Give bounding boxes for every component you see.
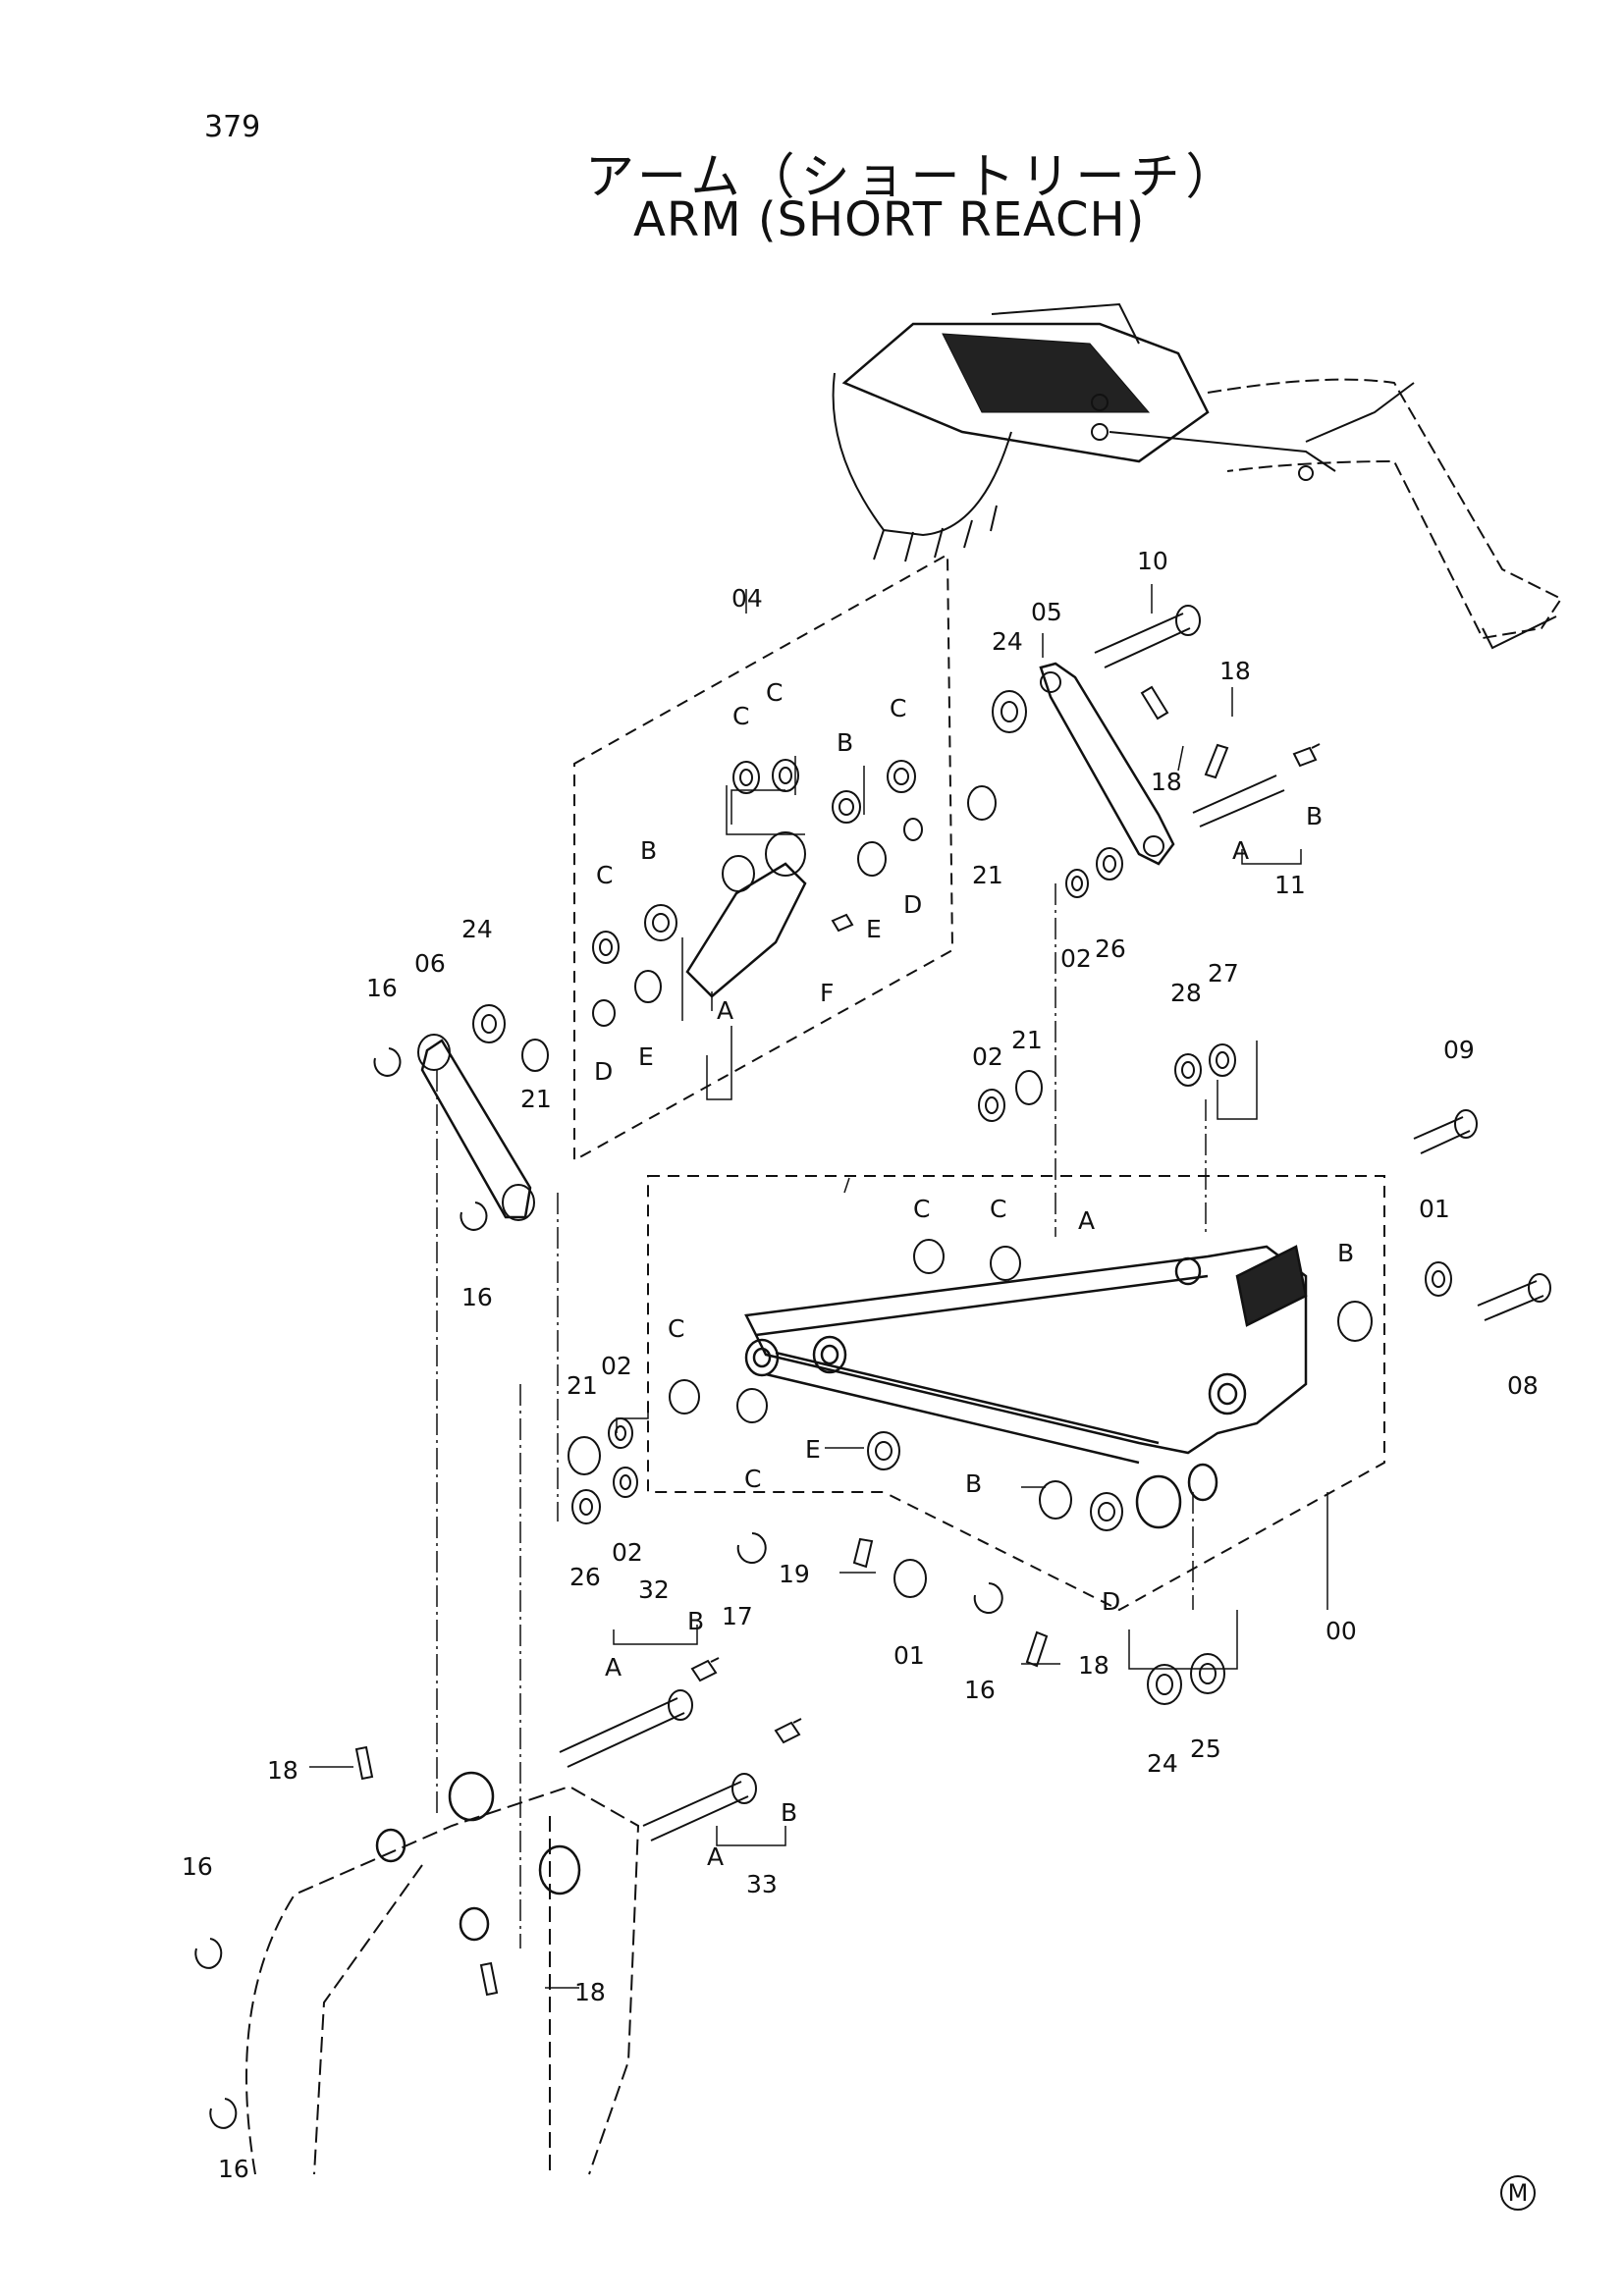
part-label: 24: [992, 627, 1023, 656]
part-label: 24: [461, 915, 493, 943]
bucket-bosses: [375, 1771, 581, 1942]
arm-body: [744, 1245, 1308, 1529]
part-label: C: [732, 702, 749, 730]
part-label: 08: [1507, 1371, 1539, 1400]
part-label: B: [640, 836, 657, 865]
pin-32: [559, 1697, 685, 1768]
part-label: 18: [1151, 768, 1182, 796]
part-label: B: [837, 728, 853, 757]
link-04: [685, 862, 807, 998]
part-label: 18: [1219, 657, 1251, 685]
assembly-lines: [436, 883, 1207, 1949]
part-label: 16: [366, 974, 398, 1002]
part-label: 16: [182, 1852, 213, 1881]
part-label: 02: [972, 1042, 1003, 1071]
part-label: 00: [1325, 1617, 1357, 1645]
part-label: 28: [1170, 979, 1202, 1007]
part-label: A: [605, 1653, 622, 1682]
part-label: C: [668, 1314, 684, 1343]
part-label: C: [890, 694, 906, 722]
part-label: C: [596, 861, 613, 889]
part-label: 21: [567, 1371, 598, 1400]
leader-lines: [309, 584, 1328, 1989]
part-label: 01: [893, 1641, 925, 1670]
part-label: 05: [1031, 598, 1062, 626]
part-label: 17: [722, 1602, 753, 1630]
part-label: 19: [779, 1560, 810, 1588]
part-label: 21: [972, 861, 1003, 889]
part-label: 21: [1011, 1026, 1043, 1054]
part-label: A: [707, 1842, 724, 1871]
machine-overview-sketch: [832, 302, 1563, 650]
part-label: B: [1306, 802, 1323, 830]
pin-09: [1413, 1116, 1471, 1154]
part-label: 02: [612, 1538, 643, 1567]
part-label: 33: [746, 1870, 778, 1898]
part-label: 24: [1147, 1749, 1178, 1778]
part-label: 06: [414, 949, 446, 978]
part-labels: 04 10 05 24 18 18 C C C B B A 11 21 C B …: [182, 547, 1539, 2183]
part-label: 16: [218, 2155, 249, 2183]
part-label: 18: [267, 1756, 298, 1785]
part-label: D: [903, 890, 922, 919]
part-label: 11: [1274, 871, 1306, 899]
corner-mark: M: [1500, 2175, 1536, 2211]
pin-10: [1094, 613, 1191, 668]
small-parts: [194, 685, 1452, 2129]
part-label: E: [805, 1435, 821, 1464]
part-label: B: [1337, 1239, 1354, 1267]
part-label: C: [990, 1195, 1006, 1223]
part-label: 02: [1060, 944, 1092, 973]
title-japanese: アーム（ショートリーチ）: [585, 148, 1241, 205]
part-label: 18: [1078, 1651, 1109, 1680]
part-label: A: [717, 996, 733, 1025]
link-06: [420, 1039, 532, 1219]
part-label: 04: [731, 584, 763, 613]
link-05: [1039, 662, 1175, 866]
part-label: F: [820, 979, 834, 1007]
part-label: E: [638, 1042, 654, 1071]
part-label: B: [965, 1469, 982, 1498]
part-label: 16: [964, 1676, 996, 1704]
part-label: 01: [1419, 1195, 1450, 1223]
part-label: B: [781, 1798, 797, 1827]
part-label: B: [687, 1607, 704, 1635]
part-label: C: [766, 678, 783, 707]
part-label: D: [594, 1057, 613, 1086]
part-label: 32: [638, 1575, 670, 1604]
part-label: 09: [1443, 1036, 1475, 1064]
bucket-sketch: [245, 1785, 640, 2175]
part-label: 27: [1208, 959, 1239, 988]
part-label: 21: [520, 1085, 552, 1113]
part-label: D: [1102, 1587, 1120, 1616]
part-label: 26: [569, 1563, 601, 1591]
part-label: 25: [1190, 1735, 1221, 1763]
part-label: 26: [1095, 934, 1126, 963]
part-label: 18: [574, 1978, 606, 2006]
part-label: 16: [461, 1283, 493, 1311]
page-number: 379: [204, 110, 261, 144]
part-label: 10: [1137, 547, 1168, 575]
pin-11: [1192, 774, 1285, 828]
group-00-outline: [647, 1175, 1385, 1612]
part-label: E: [866, 915, 882, 943]
part-label: 02: [601, 1352, 632, 1380]
title-english: ARM (SHORT REACH): [633, 192, 1146, 247]
pin-33: [642, 1781, 749, 1842]
part-label: A: [1232, 836, 1249, 865]
group-04-outline: [573, 553, 954, 1162]
part-label: A: [1078, 1206, 1095, 1235]
part-label: C: [913, 1195, 930, 1223]
part-label: C: [744, 1465, 761, 1493]
